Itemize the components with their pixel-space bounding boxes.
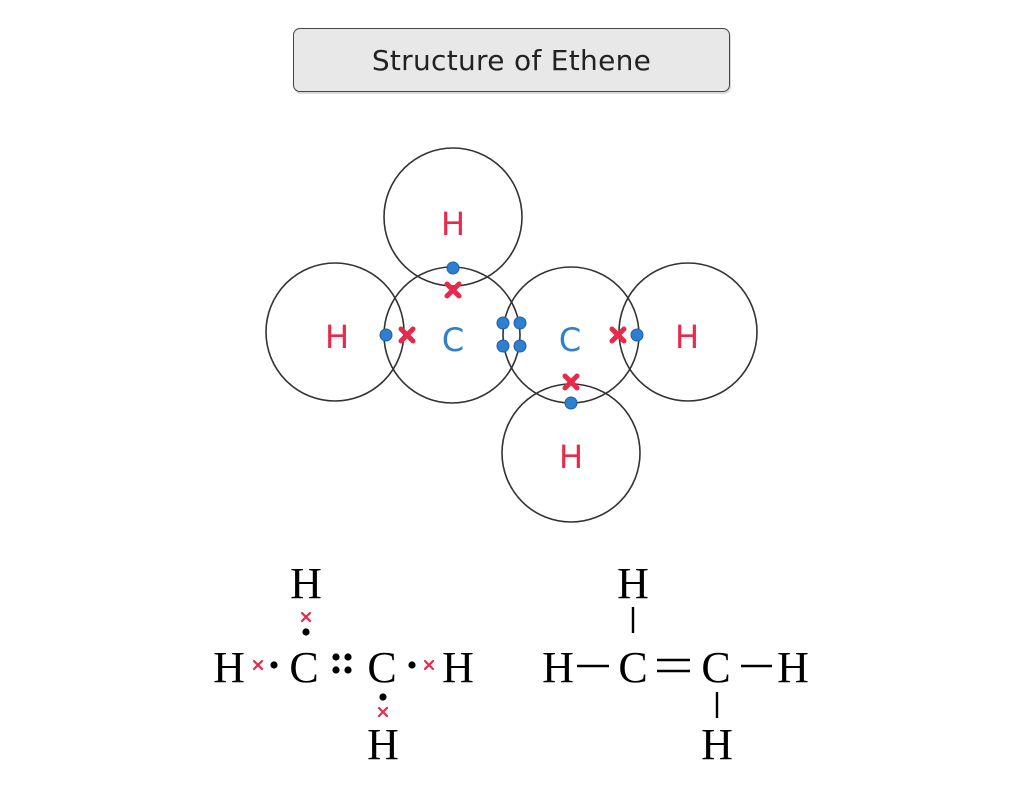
- struct-h-top: H: [617, 559, 649, 608]
- lewis-dot: [302, 628, 310, 636]
- electron-dot: [496, 339, 510, 353]
- electron-dot: [496, 316, 510, 330]
- lewis-c-right: C: [367, 643, 396, 692]
- electron-cross: [562, 373, 580, 391]
- electron-dot: [513, 316, 527, 330]
- lewis-h-right: H: [442, 643, 474, 692]
- atom-c-left: C: [442, 321, 464, 359]
- lewis-structure: H H C C H H: [213, 559, 474, 769]
- atom-h-left: H: [325, 318, 349, 356]
- electron-dot: [630, 328, 644, 342]
- atom-labels: H H C C H H: [325, 205, 699, 476]
- struct-c-left: C: [618, 643, 647, 692]
- struct-h-bottom: H: [701, 720, 733, 769]
- lewis-cross: [377, 706, 389, 718]
- lewis-h-bottom: H: [367, 720, 399, 769]
- lewis-dot: [270, 661, 278, 669]
- atom-h-bottom: H: [559, 438, 583, 476]
- electron-crosses: [398, 281, 627, 391]
- lewis-h-top: H: [290, 559, 322, 608]
- lewis-cross: [252, 659, 264, 671]
- lewis-dot: [408, 661, 416, 669]
- struct-c-right: C: [701, 643, 730, 692]
- lewis-crosses: [252, 611, 435, 718]
- electron-dot: [446, 261, 460, 275]
- lewis-h-left: H: [213, 643, 245, 692]
- atom-c-right: C: [559, 321, 581, 359]
- atom-h-right: H: [675, 318, 699, 356]
- lewis-dot: [332, 653, 340, 661]
- electron-dot: [379, 328, 393, 342]
- lewis-cross: [300, 611, 312, 623]
- lewis-dot: [344, 666, 352, 674]
- shell-h-top: [383, 147, 523, 287]
- electron-cross: [609, 326, 627, 344]
- lewis-dot: [344, 653, 352, 661]
- struct-h-right: H: [777, 643, 809, 692]
- lewis-cross: [423, 659, 435, 671]
- atom-h-top: H: [441, 205, 465, 243]
- lewis-dot: [332, 666, 340, 674]
- lewis-dots: [270, 628, 416, 701]
- lewis-dot: [379, 693, 387, 701]
- structural-formula: H H C C H H: [542, 559, 809, 769]
- struct-h-left: H: [542, 643, 574, 692]
- lewis-c-left: C: [289, 643, 318, 692]
- page-title: Structure of Ethene: [371, 43, 652, 77]
- electron-cross: [444, 281, 462, 299]
- electron-cross: [398, 326, 416, 344]
- electron-dot: [564, 396, 578, 410]
- bonds: [577, 607, 772, 718]
- electron-dot: [513, 339, 527, 353]
- title-box: Structure of Ethene: [293, 28, 730, 92]
- electron-dots: [379, 261, 644, 410]
